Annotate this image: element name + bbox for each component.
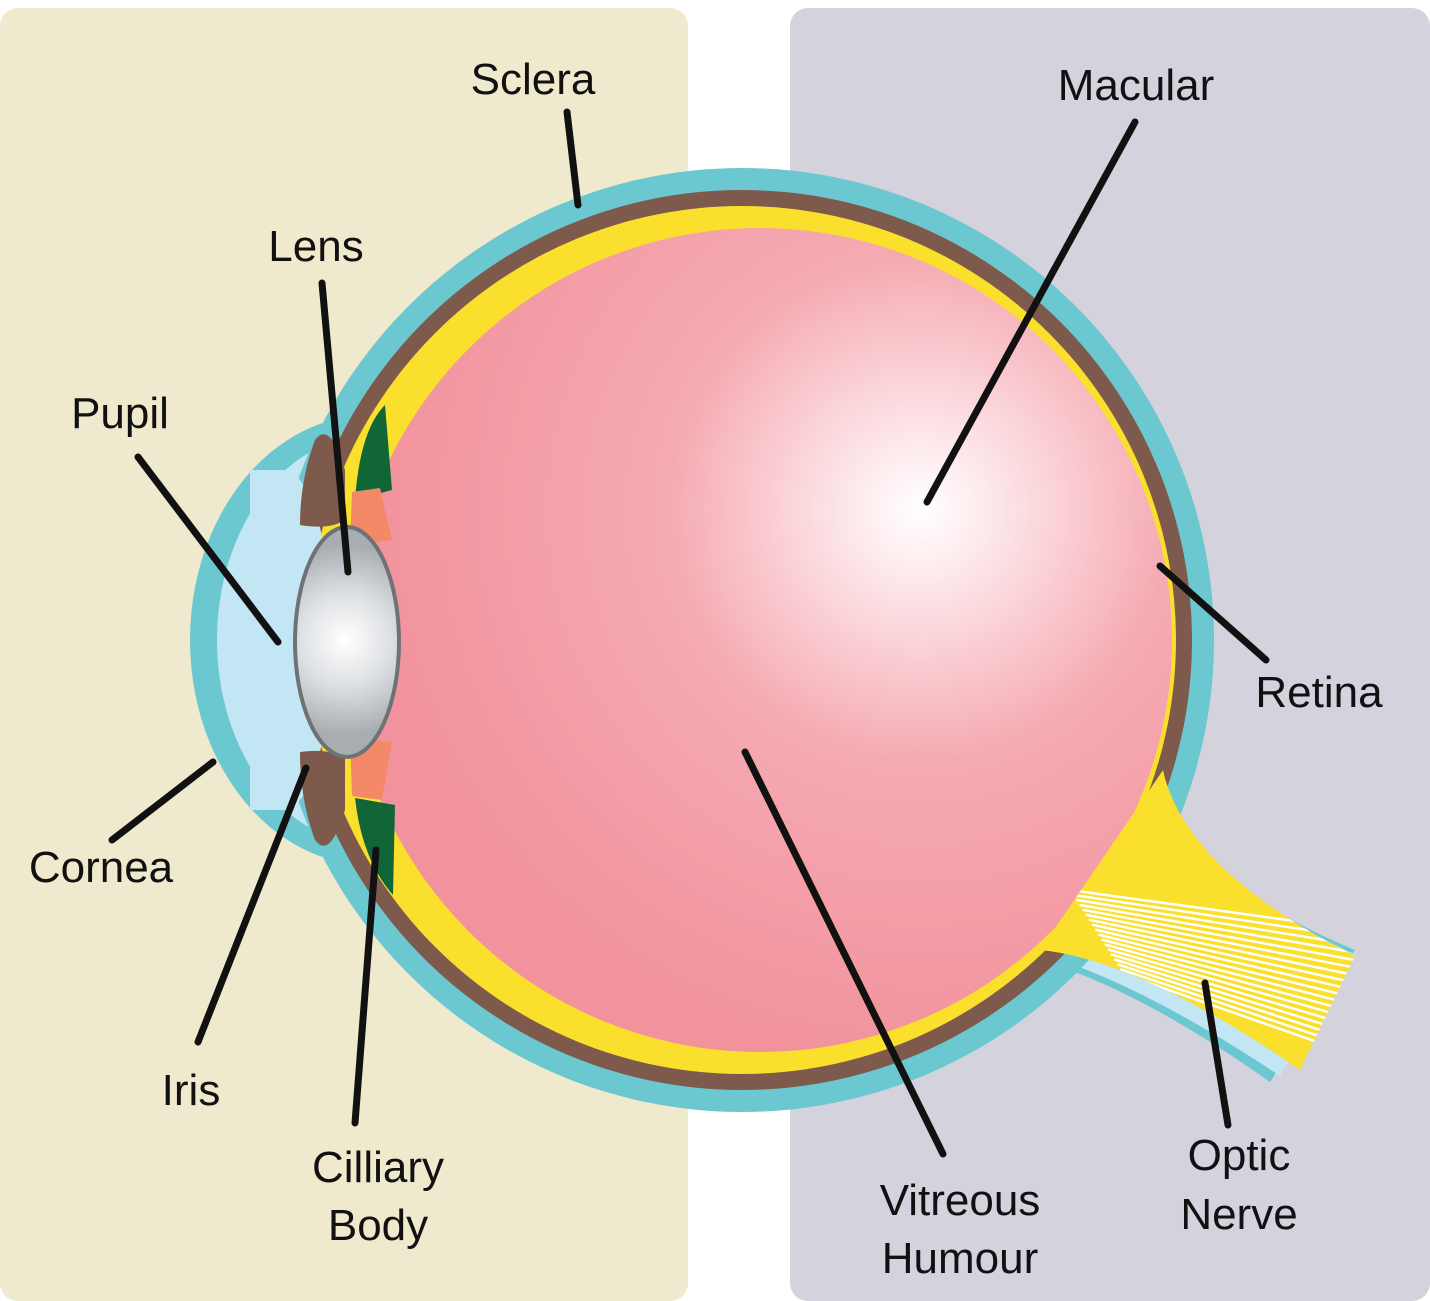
optic-nerve-fibre [1098,933,1355,1005]
lens-label: Lens [268,222,363,271]
optic-nerve-fibre [1082,908,1355,964]
optic-nerve-fibre [1085,913,1355,972]
optic-nerve-label-line2: Nerve [1180,1190,1297,1239]
macular-leader-line [923,118,1139,506]
ciliary-body-label-line2: Body [328,1201,428,1250]
iris-lower [300,750,345,846]
sclera-label: Sclera [471,55,596,104]
optic-nerve-fibre [1094,928,1355,997]
optic-nerve-leader-line [1201,979,1232,1129]
optic-nerve-label-line1: Optic [1188,1131,1291,1180]
ciliary-body-leader-line [351,846,380,1127]
pupil-leader-line [134,453,282,646]
optic-nerve-fibre [1079,903,1355,956]
optic-nerve-fibre [1088,918,1355,980]
retina-label: Retina [1255,668,1383,717]
iris-leader-line [194,764,310,1046]
retina-leader-line [1156,562,1270,664]
optic-nerve-fibre [1101,938,1355,1013]
cornea-label: Cornea [29,843,174,892]
sclera-leader-line [563,108,582,209]
vitreous-label-line1: Vitreous [880,1176,1041,1225]
pupil-label: Pupil [71,389,169,438]
optic-nerve-fibre [1091,923,1355,988]
iris-upper [300,434,345,527]
vitreous-humour [348,228,1172,1052]
lens-leader-line [318,279,352,576]
ciliary-body-lower [355,798,395,895]
macular-label: Macular [1058,61,1215,110]
vitreous-label-line2: Humour [882,1234,1039,1283]
cornea-leader-line [108,758,217,844]
vitreous-leader-line [741,748,947,1158]
optic-nerve-fibre [1076,898,1355,948]
ciliary-body-upper [355,405,392,500]
ciliary-body-label-line1: Cilliary [312,1143,444,1192]
iris-label: Iris [162,1066,221,1115]
